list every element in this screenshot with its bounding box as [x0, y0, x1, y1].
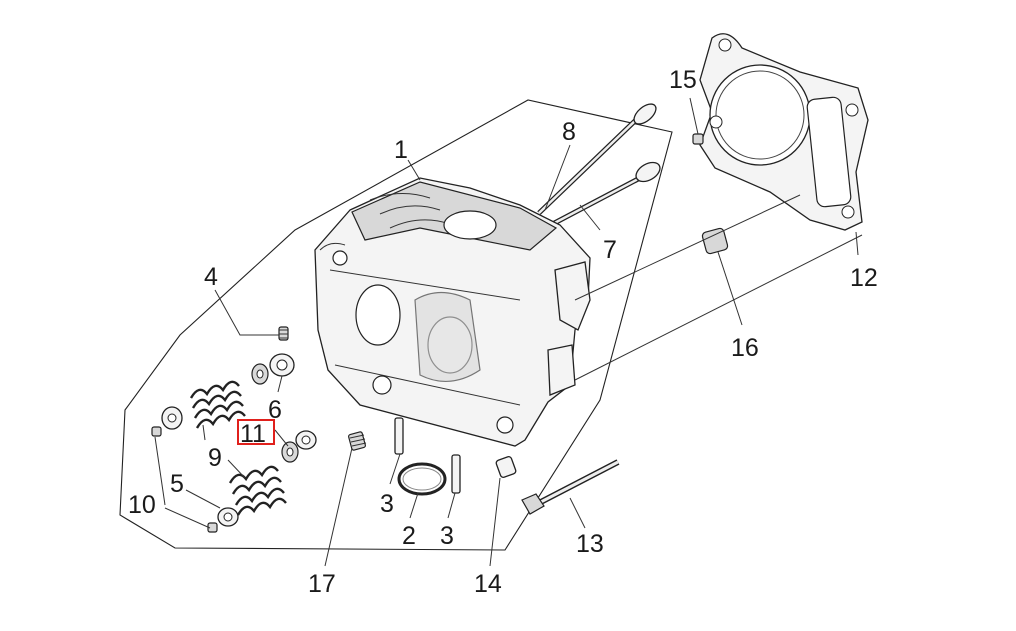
pin [692, 133, 704, 145]
label-6: 6 [268, 396, 282, 424]
oil-seal-upper [269, 353, 295, 377]
label-15: 15 [669, 66, 697, 94]
spring-seat-lower [217, 507, 239, 527]
valve-spring-cap-upper [251, 363, 269, 385]
label-16: 16 [731, 334, 759, 362]
label-17: 17 [308, 570, 336, 598]
label-9: 9 [208, 444, 222, 472]
label-11: 11 [240, 420, 266, 448]
label-2: 2 [402, 522, 416, 550]
stud-left [394, 417, 404, 455]
short-stud [348, 431, 367, 451]
label-5: 5 [170, 470, 184, 498]
label-8: 8 [562, 118, 576, 146]
oil-seal-lower [295, 430, 317, 450]
leader-lines [154, 97, 863, 567]
stud-right [451, 454, 461, 494]
spring-seat-upper [161, 406, 183, 430]
assembly-boundary [119, 99, 673, 551]
head-gasket [699, 33, 869, 231]
label-13: 13 [576, 530, 604, 558]
intake-valve [537, 103, 657, 215]
label-7: 7 [603, 236, 617, 264]
cylinder-head [314, 177, 591, 447]
valve-spring-cap-lower [281, 441, 299, 463]
highlight-box [237, 419, 275, 445]
valve-cotter-upper [151, 426, 162, 437]
exhaust-valve [543, 161, 661, 231]
label-12: 12 [850, 264, 878, 292]
label-1: 1 [394, 136, 408, 164]
label-3-left: 3 [380, 490, 394, 518]
valve-spring-lower [228, 465, 287, 516]
label-10: 10 [128, 491, 156, 519]
plug [495, 456, 517, 478]
dowel [701, 227, 729, 255]
label-3-right: 3 [440, 522, 454, 550]
long-bolt [521, 459, 620, 515]
stud-screw [278, 326, 289, 341]
valve-spring-upper [189, 380, 246, 429]
label-14: 14 [474, 570, 502, 598]
o-ring [397, 462, 447, 496]
label-4: 4 [204, 263, 218, 291]
